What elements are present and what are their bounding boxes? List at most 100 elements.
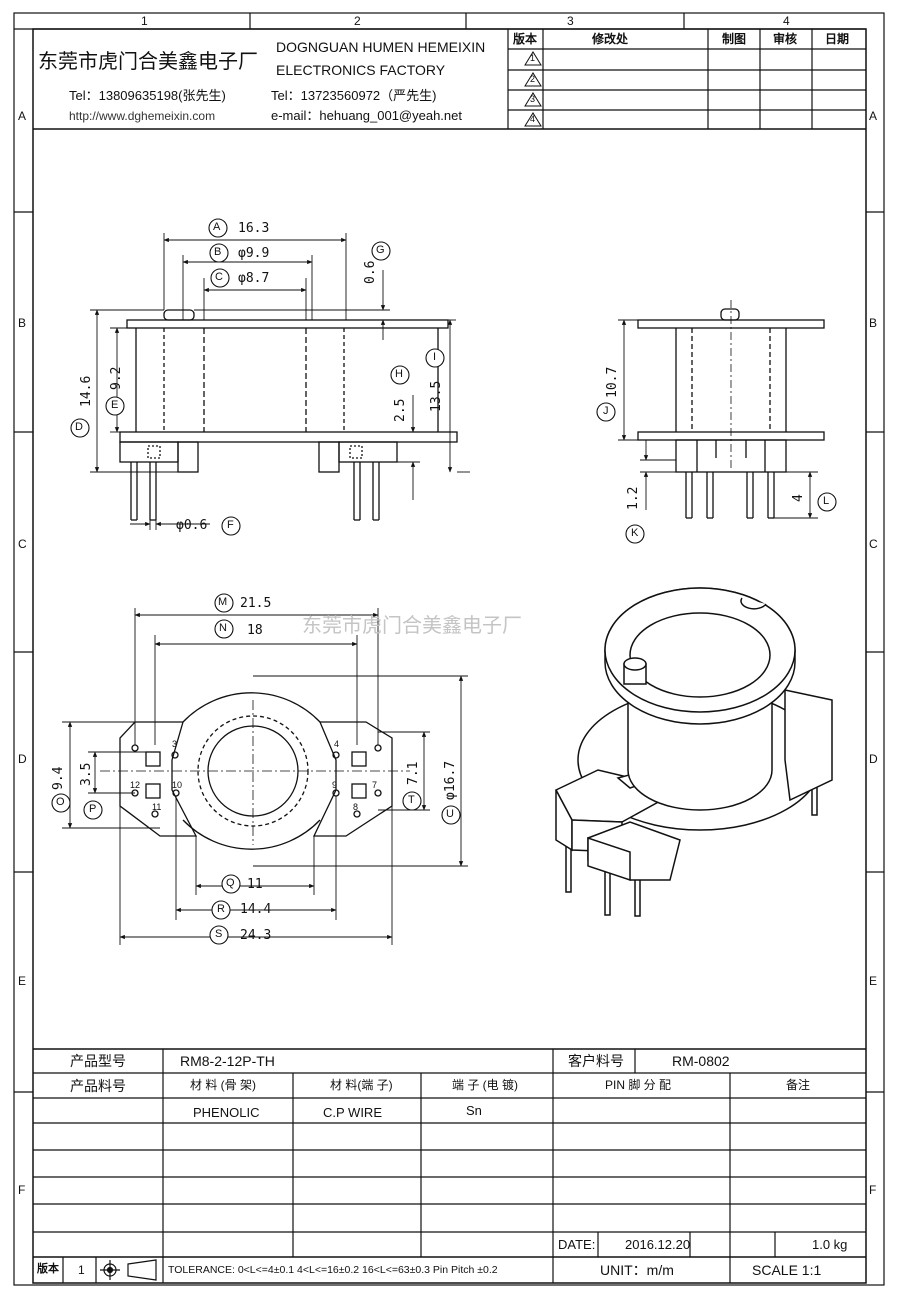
callout-d: D [75,421,83,433]
dim-f-value: φ0.6 [176,518,208,533]
material-bobbin-header: 材 料 (骨 架) [190,1078,256,1092]
unit-value: UNIT：m/m [600,1262,674,1278]
dim-c-value: φ8.7 [238,271,270,286]
rev-mark-2: 2 [530,74,536,84]
model-label: 产品型号 [70,1053,126,1069]
dim-p-value: 3.5 [79,762,94,786]
plating-value: Sn [466,1103,482,1118]
border-row-b-left: B [18,316,27,330]
callout-c: C [215,271,223,283]
callout-f: F [227,519,234,531]
pin-number-11: 11 [152,802,162,812]
side-view [637,300,825,519]
dim-t-value: 7.1 [406,761,421,785]
tolerance-note: TOLERANCE: 0<L<=4±0.1 4<L<=16±0.2 16<L<=… [168,1264,498,1276]
callout-k: K [631,527,639,539]
border-col-3: 3 [567,14,574,28]
bobbin-material-value: PHENOLIC [193,1105,260,1120]
border-row-f-right: F [869,1183,877,1197]
pin-number-4: 4 [334,739,340,749]
callout-a: A [213,221,221,233]
callout-b: B [214,246,222,258]
version-label: 版本 [37,1263,59,1275]
dim-l-value: 4 [791,494,806,502]
rev-col-version: 版本 [513,32,538,46]
company-name-en-2: ELECTRONICS FACTORY [276,62,446,78]
scale-value: SCALE 1:1 [752,1262,822,1278]
callout-m: M [218,596,228,608]
dim-j-value: 10.7 [605,366,620,398]
callout-e: E [111,399,119,411]
company-name-en-1: DOGNGUAN HUMEN HEMEIXIN [276,39,486,55]
rev-mark-4: 4 [530,114,536,124]
front-view [119,309,458,521]
email-link[interactable]: e-mail：hehuang_001@yeah.net [271,108,462,123]
part-number-label: 产品料号 [70,1078,126,1094]
pin-material-value: C.P WIRE [323,1105,382,1120]
dim-s-value: 24.3 [240,928,272,943]
dim-b-value: φ9.9 [238,246,270,261]
rev-col-change: 修改处 [592,32,629,46]
front-view-dims [90,233,470,530]
rev-mark-3: 3 [530,94,536,104]
callout-r: R [217,903,225,915]
dim-n-value: 18 [247,623,263,638]
border-row-e-left: E [18,974,27,988]
dim-k-value: 1.2 [626,486,641,510]
tel-2: Tel：13723560972（严先生) [271,88,437,103]
rev-mark-1: 1 [530,53,536,63]
pin-number-12: 12 [130,780,141,790]
border-row-f-left: F [18,1183,26,1197]
dim-i-value: 13.5 [429,380,444,412]
pin-number-10: 10 [172,780,183,790]
dim-m-value: 21.5 [240,596,272,611]
version-value: 1 [78,1263,85,1277]
border-col-4: 4 [783,14,790,28]
dim-a-value: 16.3 [238,221,270,236]
date-label: DATE: [558,1237,596,1252]
border-row-a-left: A [18,109,27,123]
pin-number-3: 3 [172,739,178,749]
remarks-header: 备注 [786,1078,811,1092]
callout-j: J [603,405,609,417]
watermark: 东莞市虎门合美鑫电子厂 [302,613,522,637]
callout-l: L [823,495,830,507]
border-row-d-right: D [869,752,878,766]
callout-s: S [215,928,223,940]
dim-r-value: 14.4 [240,902,272,917]
callout-u: U [446,808,454,820]
callout-o: O [56,796,65,808]
callout-g: G [376,244,385,256]
border-col-1: 1 [141,14,148,28]
callout-i: I [433,351,437,363]
website-link[interactable]: http://www.dghemeixin.com [69,109,216,123]
dim-d-value: 14.6 [79,375,94,407]
pin-number-8: 8 [353,802,359,812]
customer-part-value: RM-0802 [672,1053,730,1069]
terminal-plating-header: 端 子 (电 镀) [452,1078,518,1092]
border-col-2: 2 [354,14,361,28]
dim-q-value: 11 [247,877,263,892]
border-row-e-right: E [869,974,878,988]
dim-u-value: φ16.7 [443,760,458,800]
callout-n: N [219,622,227,634]
customer-part-label: 客户料号 [568,1053,624,1069]
dim-g-value: 0.6 [363,260,378,284]
side-view-dims [618,319,818,519]
pin-number-9: 9 [332,780,338,790]
pin-number-7: 7 [372,780,378,790]
company-name-cn: 东莞市虎门合美鑫电子厂 [38,49,258,73]
rev-col-date: 日期 [825,32,850,46]
rev-col-drawn: 制图 [722,32,747,46]
dim-o-value: 9.4 [51,766,66,790]
isometric-view [554,587,833,917]
rev-col-check: 审核 [773,32,798,46]
material-pin-header: 材 料(端 子) [330,1078,393,1092]
border-row-a-right: A [869,109,878,123]
border-row-c-left: C [18,537,27,551]
callout-t: T [408,794,415,806]
pin-assignment-header: PIN 脚 分 配 [605,1078,672,1092]
border-row-d-left: D [18,752,27,766]
